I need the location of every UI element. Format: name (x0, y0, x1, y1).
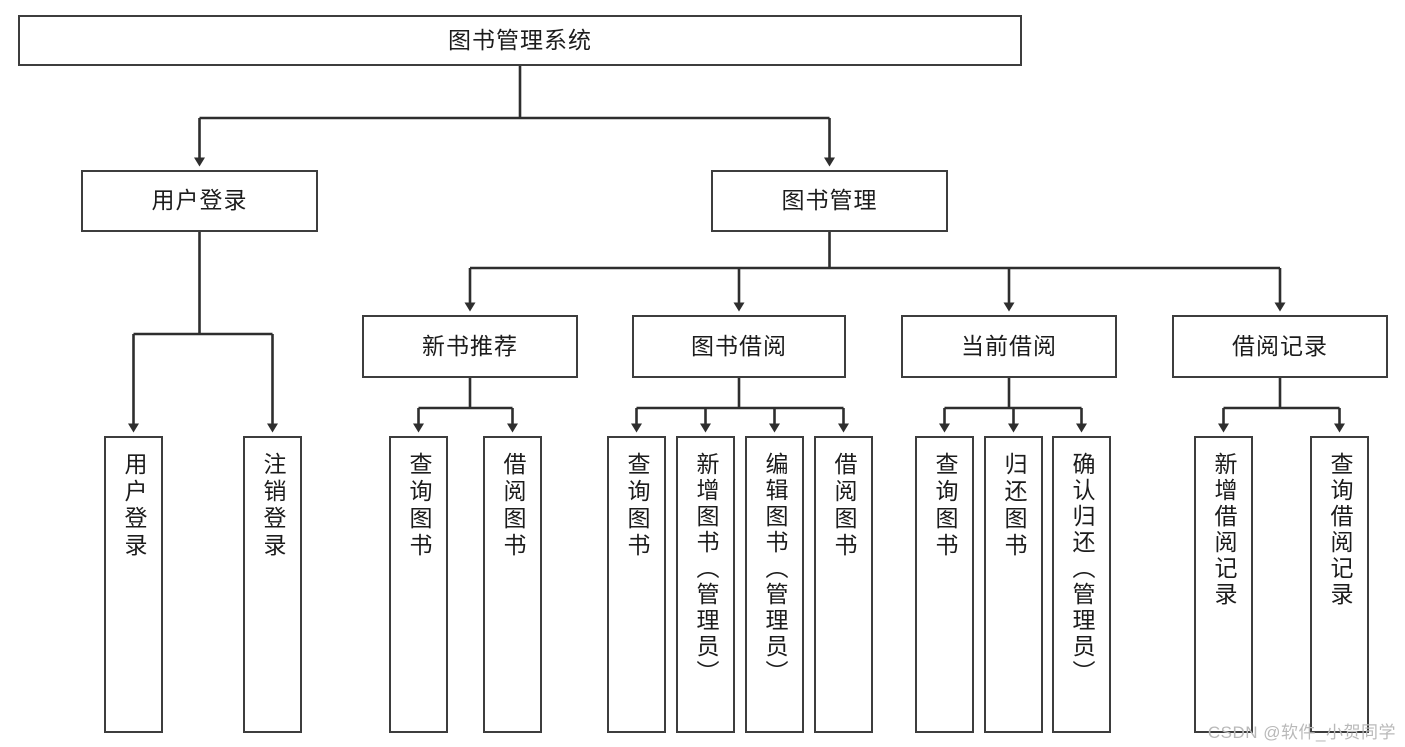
node-leaf-borrow-book-2[interactable]: 借阅图书 (814, 436, 873, 733)
node-root-label: 图书管理系统 (448, 26, 592, 53)
node-leaf-logout[interactable]: 注销登录 (243, 436, 302, 733)
node-book-manage-label: 图书管理 (781, 187, 878, 214)
node-leaf-confirm-return-label: 确认归还（管理员） (1069, 452, 1095, 686)
node-leaf-query-book-1[interactable]: 查询图书 (389, 436, 448, 733)
node-leaf-borrow-book-1[interactable]: 借阅图书 (483, 436, 542, 733)
node-leaf-query-book-2[interactable]: 查询图书 (607, 436, 666, 733)
node-leaf-return-book-label: 归还图书 (1001, 452, 1027, 560)
node-book-borrow[interactable]: 图书借阅 (632, 315, 846, 378)
node-borrow-record-label: 借阅记录 (1232, 332, 1328, 359)
node-leaf-logout-label: 注销登录 (260, 452, 286, 560)
node-leaf-user-login-label: 用户登录 (121, 452, 147, 560)
node-leaf-query-book-3-label: 查询图书 (932, 452, 958, 560)
node-leaf-query-book-1-label: 查询图书 (406, 452, 432, 560)
node-user-login[interactable]: 用户登录 (81, 170, 318, 232)
node-leaf-user-login[interactable]: 用户登录 (104, 436, 163, 733)
node-leaf-add-record-label: 新增借阅记录 (1211, 452, 1237, 608)
node-leaf-edit-book-label: 编辑图书（管理员） (762, 452, 788, 686)
node-root[interactable]: 图书管理系统 (18, 15, 1022, 66)
node-leaf-query-record-label: 查询借阅记录 (1327, 452, 1353, 608)
tree-connectors (128, 66, 1345, 433)
node-leaf-borrow-book-2-label: 借阅图书 (831, 452, 857, 560)
node-leaf-confirm-return[interactable]: 确认归还（管理员） (1052, 436, 1111, 733)
node-current-borrow[interactable]: 当前借阅 (901, 315, 1117, 378)
node-borrow-record[interactable]: 借阅记录 (1172, 315, 1388, 378)
node-current-borrow-label: 当前借阅 (961, 332, 1057, 359)
node-leaf-add-record[interactable]: 新增借阅记录 (1194, 436, 1253, 733)
node-user-login-label: 用户登录 (151, 187, 248, 214)
node-leaf-borrow-book-1-label: 借阅图书 (500, 452, 526, 560)
node-new-book-recommend-label: 新书推荐 (422, 332, 518, 359)
node-book-borrow-label: 图书借阅 (691, 332, 787, 359)
node-leaf-query-record[interactable]: 查询借阅记录 (1310, 436, 1369, 733)
node-new-book-recommend[interactable]: 新书推荐 (362, 315, 578, 378)
node-leaf-query-book-3[interactable]: 查询图书 (915, 436, 974, 733)
node-leaf-edit-book[interactable]: 编辑图书（管理员） (745, 436, 804, 733)
node-leaf-query-book-2-label: 查询图书 (624, 452, 650, 560)
node-book-manage[interactable]: 图书管理 (711, 170, 948, 232)
node-leaf-add-book-label: 新增图书（管理员） (693, 452, 719, 686)
node-leaf-return-book[interactable]: 归还图书 (984, 436, 1043, 733)
node-leaf-add-book[interactable]: 新增图书（管理员） (676, 436, 735, 733)
